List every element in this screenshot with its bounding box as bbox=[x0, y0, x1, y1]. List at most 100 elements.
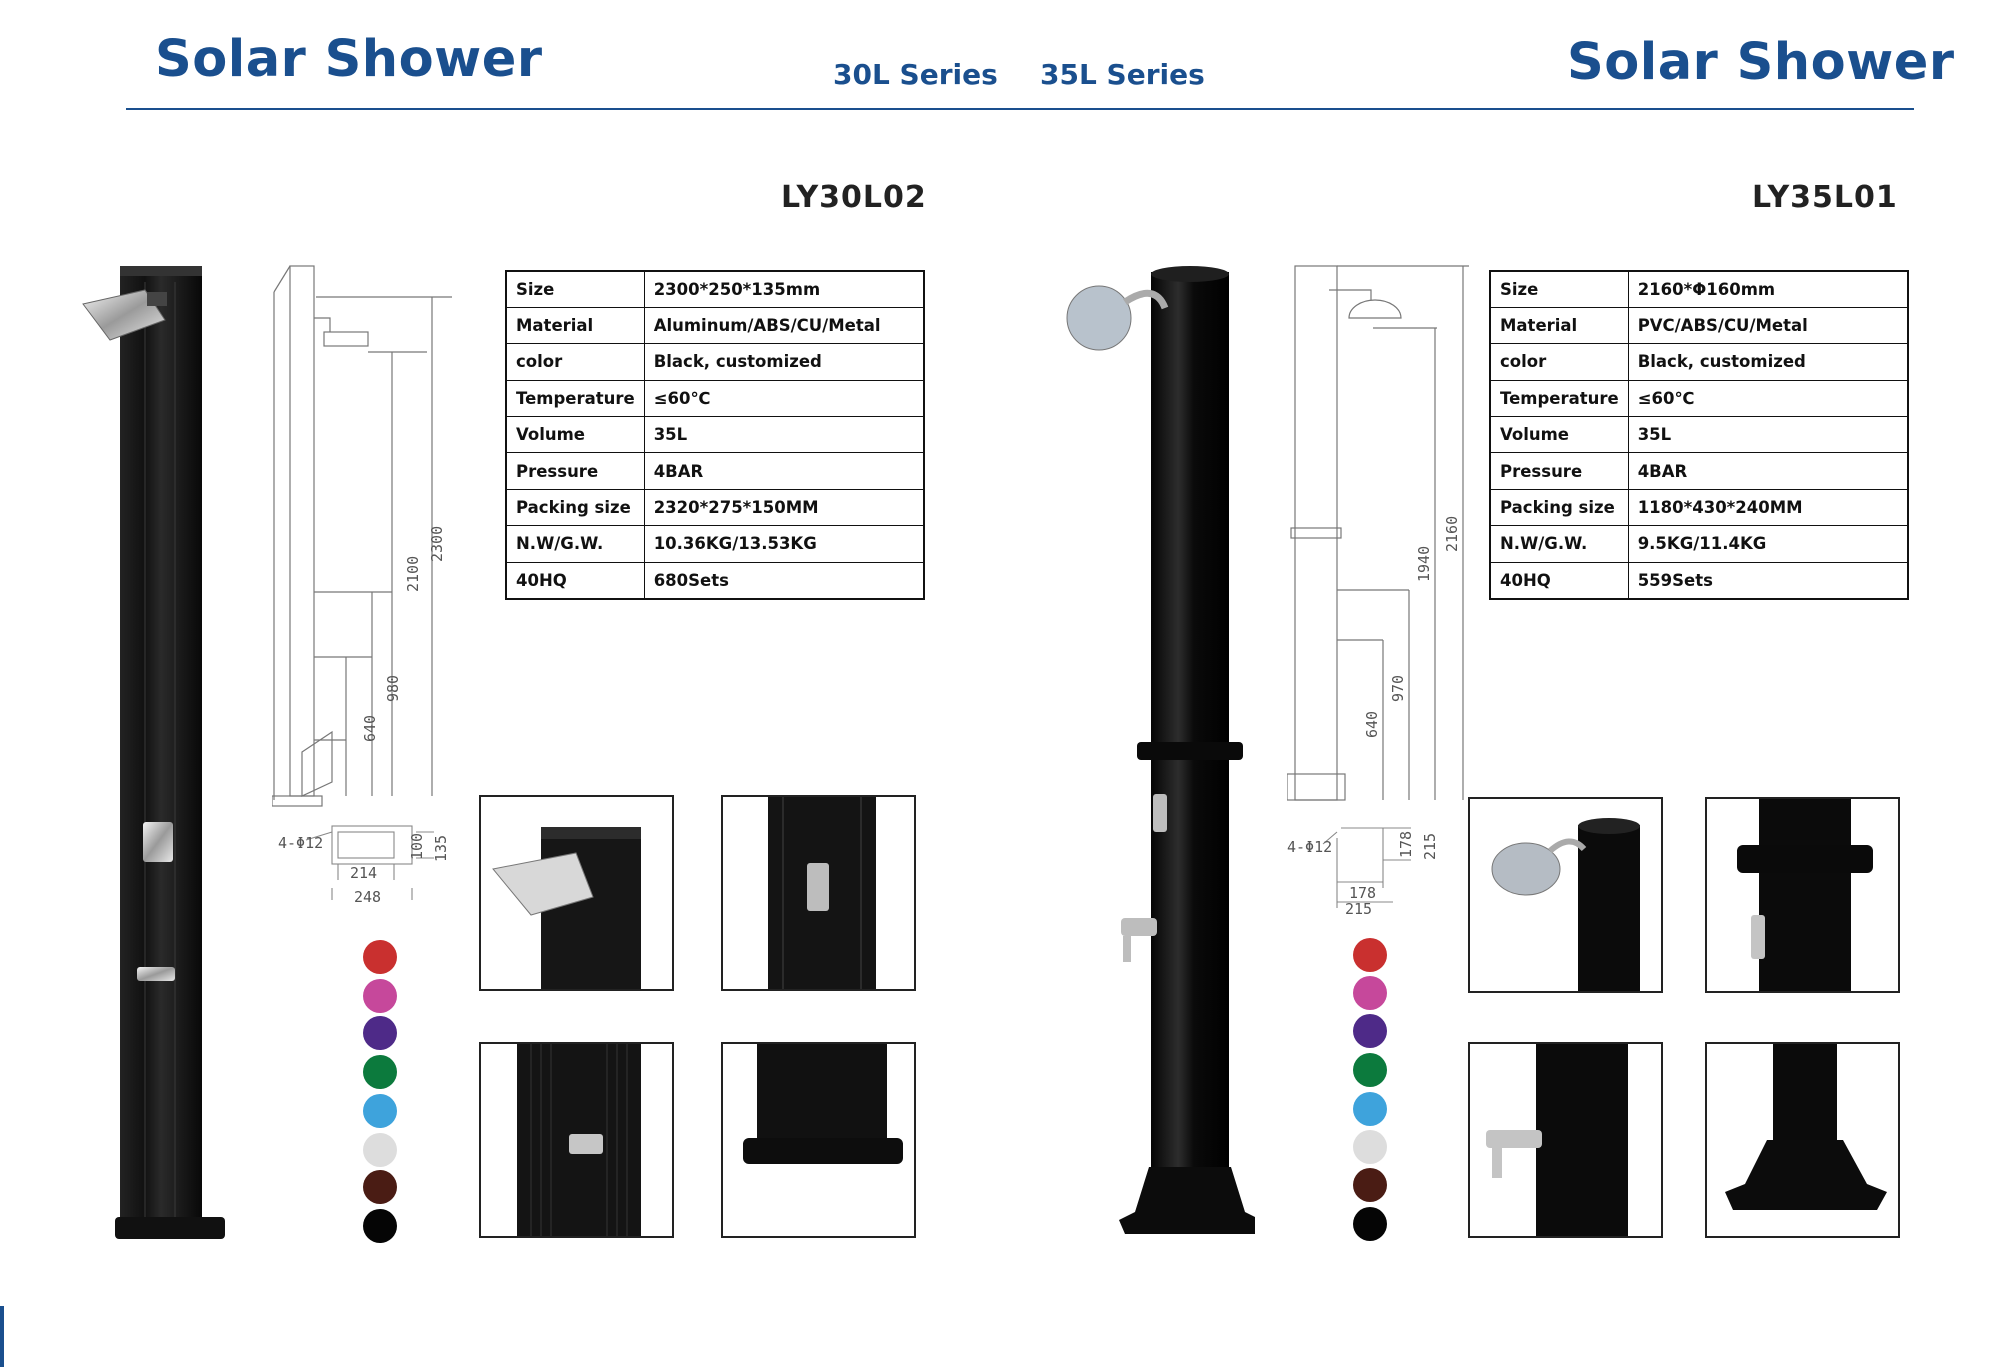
spec-label: color bbox=[505, 343, 645, 381]
base-inner-width-label: 214 bbox=[350, 864, 377, 882]
spec-label: Material bbox=[505, 306, 645, 345]
dim-tap-height: 640 bbox=[1363, 711, 1381, 738]
spec-value: Aluminum/ABS/CU/Metal bbox=[643, 306, 925, 345]
left-page-title: Solar Shower bbox=[155, 30, 543, 89]
spec-label: Pressure bbox=[505, 452, 645, 490]
color-swatch-red[interactable] bbox=[1353, 938, 1387, 972]
base-outer-width-label: 248 bbox=[354, 888, 381, 906]
dim-tap-height: 640 bbox=[361, 715, 379, 742]
series-label-30l: 30L Series bbox=[833, 58, 998, 91]
header-divider bbox=[126, 108, 1914, 110]
spec-value: 35L bbox=[1627, 416, 1909, 454]
base-depth-outer-label: 215 bbox=[1421, 833, 1439, 860]
spec-value: 10.36KG/13.53KG bbox=[643, 525, 925, 563]
detail-photo-base bbox=[1705, 1042, 1900, 1238]
dimension-labels-ly35l01: 2160 1940 970 640 bbox=[1363, 516, 1461, 738]
product-model-ly35l01: LY35L01 bbox=[1752, 180, 1898, 215]
spec-label: Temperature bbox=[1489, 379, 1629, 418]
color-swatch-brown[interactable] bbox=[1353, 1168, 1387, 1202]
right-page-title: Solar Shower bbox=[1567, 33, 1955, 92]
detail-photo-valve bbox=[721, 795, 916, 991]
detail-photo-tap bbox=[1468, 1042, 1663, 1238]
spec-value: ≤60℃ bbox=[643, 379, 925, 418]
color-swatch-pink[interactable] bbox=[1353, 976, 1387, 1010]
base-drawing-ly30l02: 4-Φ12 100 135 214 248 bbox=[278, 825, 450, 906]
detail-photo-tap bbox=[479, 1042, 674, 1238]
dim-head-height: 1940 bbox=[1415, 546, 1433, 582]
color-swatch-blue[interactable] bbox=[1353, 1092, 1387, 1126]
spec-label: Material bbox=[1489, 306, 1629, 345]
detail-photo-valve bbox=[1705, 797, 1900, 993]
dim-valve-height: 970 bbox=[1389, 675, 1407, 702]
spec-value: 2300*250*135mm bbox=[643, 270, 925, 308]
spec-value: ≤60℃ bbox=[1627, 379, 1909, 418]
spec-value: 2320*275*150MM bbox=[643, 488, 925, 527]
color-swatch-white[interactable] bbox=[363, 1133, 397, 1167]
spec-value: 35L bbox=[643, 416, 925, 454]
spec-value: 2160*Φ160mm bbox=[1627, 270, 1909, 308]
color-swatch-green[interactable] bbox=[1353, 1053, 1387, 1087]
base-inner-width-label: 178 bbox=[1349, 884, 1376, 902]
color-swatch-red[interactable] bbox=[363, 940, 397, 974]
dim-valve-height: 980 bbox=[384, 675, 402, 702]
color-swatch-black[interactable] bbox=[363, 1209, 397, 1243]
spec-label: Packing size bbox=[505, 488, 645, 527]
color-swatch-white[interactable] bbox=[1353, 1130, 1387, 1164]
spec-value: PVC/ABS/CU/Metal bbox=[1627, 306, 1909, 345]
color-swatch-green[interactable] bbox=[363, 1055, 397, 1089]
spec-label: Temperature bbox=[505, 379, 645, 418]
detail-photo-shower-head bbox=[479, 795, 674, 991]
color-swatch-blue[interactable] bbox=[363, 1094, 397, 1128]
color-swatch-pink[interactable] bbox=[363, 979, 397, 1013]
detail-photo-base bbox=[721, 1042, 916, 1238]
product-photo-ly35l01 bbox=[1066, 266, 1255, 1234]
spec-value: 9.5KG/11.4KG bbox=[1627, 525, 1909, 563]
spec-label: color bbox=[1489, 343, 1629, 381]
color-swatch-purple[interactable] bbox=[1353, 1014, 1387, 1048]
spec-label: Packing size bbox=[1489, 488, 1629, 527]
technical-drawing-ly35l01 bbox=[1287, 265, 1469, 801]
spec-row: N.W/G.W.10.36KG/13.53KG bbox=[505, 525, 925, 563]
spec-label: Volume bbox=[505, 416, 645, 454]
base-drawing-ly35l01: 4-Φ12 178 215 178 215 bbox=[1287, 827, 1439, 916]
spec-row: Temperature≤60℃ bbox=[505, 379, 925, 418]
spec-value: 4BAR bbox=[643, 452, 925, 490]
spec-label: Size bbox=[505, 270, 645, 308]
dim-head-height: 2100 bbox=[404, 556, 422, 592]
product-model-ly30l02: LY30L02 bbox=[781, 180, 927, 215]
product-photo-ly30l02 bbox=[82, 266, 225, 1239]
page-edge-accent bbox=[0, 1306, 4, 1367]
technical-drawing-ly30l02 bbox=[272, 265, 452, 807]
series-label-35l: 35L Series bbox=[1040, 58, 1205, 91]
spec-row: N.W/G.W.9.5KG/11.4KG bbox=[1489, 525, 1909, 563]
spec-row: Temperature≤60℃ bbox=[1489, 379, 1909, 418]
spec-value: 1180*430*240MM bbox=[1627, 488, 1909, 527]
base-depth-outer-label: 135 bbox=[432, 835, 450, 862]
dim-total-height: 2160 bbox=[1443, 516, 1461, 552]
color-swatch-black[interactable] bbox=[1353, 1207, 1387, 1241]
spec-value: 559Sets bbox=[1627, 561, 1909, 600]
color-swatch-purple[interactable] bbox=[363, 1016, 397, 1050]
spec-label: Pressure bbox=[1489, 452, 1629, 490]
detail-photo-shower-head bbox=[1468, 797, 1663, 993]
spec-label: Volume bbox=[1489, 416, 1629, 454]
spec-value: 4BAR bbox=[1627, 452, 1909, 490]
base-outer-width-label: 215 bbox=[1345, 900, 1372, 916]
color-swatch-brown[interactable] bbox=[363, 1170, 397, 1204]
base-hole-label: 4-Φ12 bbox=[278, 834, 323, 852]
spec-value: 680Sets bbox=[643, 561, 925, 600]
dim-total-height: 2300 bbox=[428, 526, 446, 562]
